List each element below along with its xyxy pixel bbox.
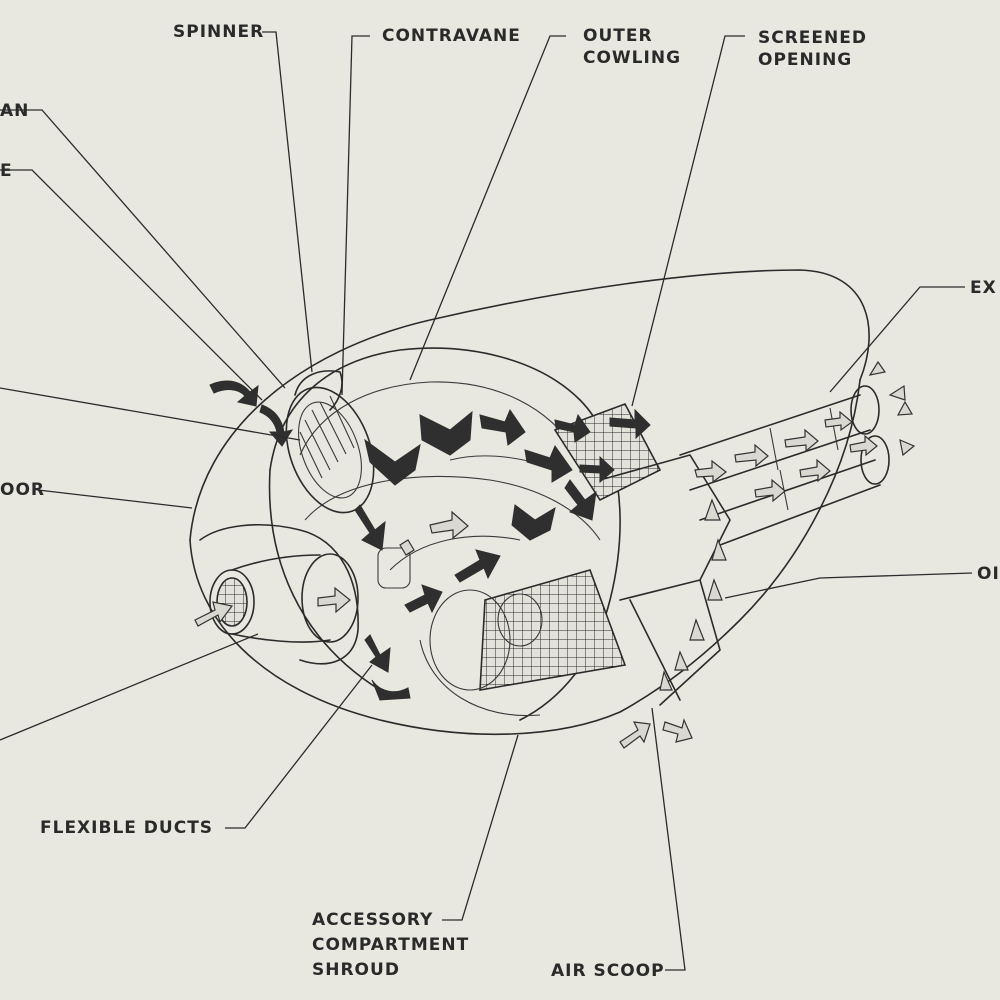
label-door-partial: OOR (0, 480, 45, 500)
label-outer-cowling-line1: OUTER (583, 26, 653, 46)
label-screened-opening-line1: SCREENED (758, 28, 867, 48)
label-accessory-line2: COMPARTMENT (312, 935, 470, 955)
label-exhaust-partial: EX (970, 278, 997, 298)
label-accessory-line1: ACCESSORY (312, 910, 434, 930)
label-fan-partial: AN (0, 101, 30, 121)
exhaust-stacks (679, 385, 890, 546)
label-vane-partial: E (0, 161, 13, 181)
airflow-arrows-dark (209, 380, 651, 701)
label-outer-cowling: OUTER COWLING (583, 25, 681, 69)
label-spinner: SPINNER (173, 22, 265, 42)
label-flexible-ducts: FLEXIBLE DUCTS (40, 818, 214, 838)
leader-lines (0, 31, 973, 971)
label-accessory-compartment-shroud: ACCESSORY COMPARTMENT SHROUD (312, 908, 469, 983)
label-oil-partial: OI (977, 564, 1000, 584)
label-contravane: CONTRAVANE (382, 26, 521, 46)
label-accessory-line3: SHROUD (312, 960, 400, 980)
airflow-arrows-light (194, 360, 916, 749)
label-air-scoop: AIR SCOOP (551, 961, 665, 981)
label-outer-cowling-line2: COWLING (583, 48, 682, 68)
label-screened-opening-line2: OPENING (758, 50, 853, 70)
label-screened-opening: SCREENED OPENING (758, 27, 867, 71)
